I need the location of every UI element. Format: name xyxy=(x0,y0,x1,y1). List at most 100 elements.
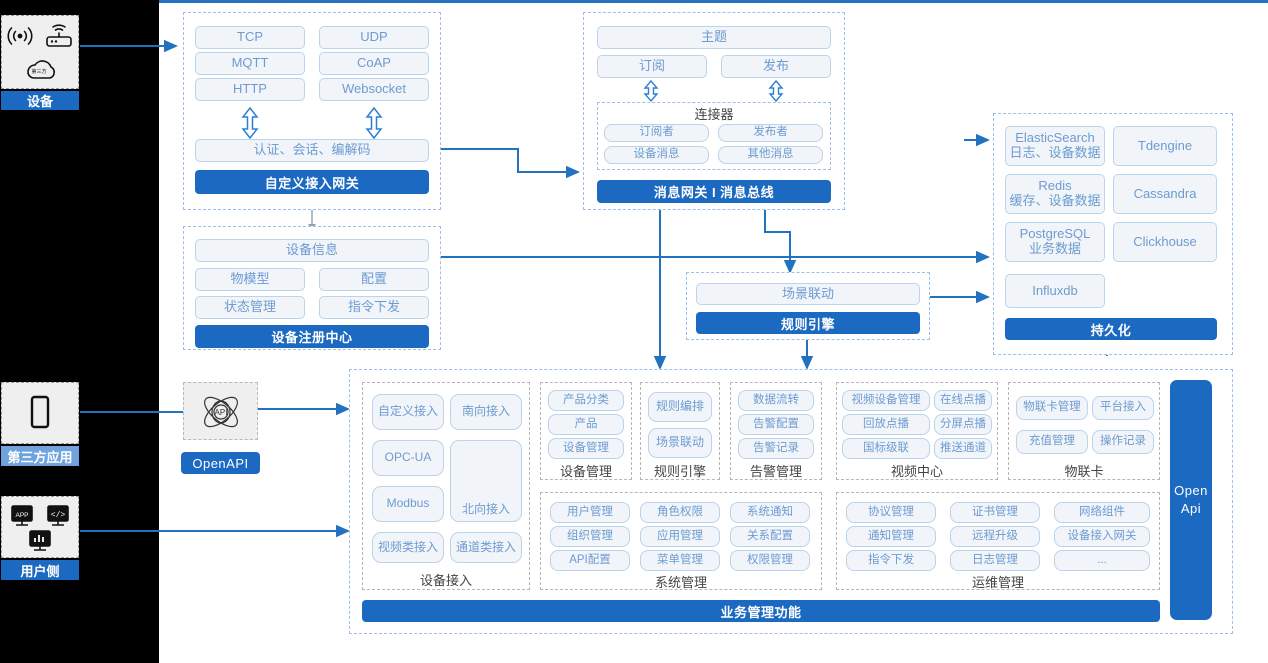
svg-text:第三方: 第三方 xyxy=(31,68,46,75)
message-topic[interactable]: 主题 xyxy=(597,26,831,49)
caption-video-center: 视频中心 xyxy=(890,464,943,479)
tile-protocol-mgmt[interactable]: 协议管理 xyxy=(846,502,936,523)
gateway-bar: 自定义接入网关 xyxy=(195,170,429,194)
registry-device-info[interactable]: 设备信息 xyxy=(195,239,429,262)
tile-video-device-mgmt[interactable]: 视频设备管理 xyxy=(842,390,930,411)
tile-iot-card-mgmt[interactable]: 物联卡管理 xyxy=(1016,396,1088,420)
connector-other-msg[interactable]: 其他消息 xyxy=(718,146,823,164)
tile-recharge-mgmt[interactable]: 充值管理 xyxy=(1016,430,1088,454)
tile-southbound-access[interactable]: 南向接入 xyxy=(450,394,522,430)
connector-device-msg[interactable]: 设备消息 xyxy=(604,146,709,164)
tile-gb-cascade[interactable]: 国标级联 xyxy=(842,438,930,459)
db-redis[interactable]: Redis 缓存、设备数据 xyxy=(1005,174,1105,214)
db-sub: 日志、设备数据 xyxy=(1009,145,1101,160)
tile-api-config[interactable]: API配置 xyxy=(550,550,630,571)
db-tdengine[interactable]: Tdengine xyxy=(1113,126,1217,166)
caption-device-access: 设备接入 xyxy=(419,573,472,588)
protocol-mqtt[interactable]: MQTT xyxy=(195,52,305,75)
caption-device-management: 设备管理 xyxy=(559,464,612,479)
user-side-icons: APP </> xyxy=(11,505,69,551)
registry-thing-model[interactable]: 物模型 xyxy=(195,268,305,291)
tile-user-mgmt[interactable]: 用户管理 xyxy=(550,502,630,523)
tile-notice-mgmt[interactable]: 通知管理 xyxy=(846,526,936,547)
caption-iot-card: 物联卡 xyxy=(1064,464,1104,479)
tile-alarm-config[interactable]: 告警配置 xyxy=(738,414,814,435)
connector-title: 连接器 xyxy=(694,107,734,122)
tile-system-notice[interactable]: 系统通知 xyxy=(730,502,810,523)
tile-product[interactable]: 产品 xyxy=(548,414,624,435)
protocol-coap[interactable]: CoAP xyxy=(319,52,429,75)
db-sub: 业务数据 xyxy=(1028,241,1081,256)
tile-data-flow[interactable]: 数据流转 xyxy=(738,390,814,411)
rules-scene-linkage[interactable]: 场景联动 xyxy=(696,283,920,305)
tile-alarm-record[interactable]: 告警记录 xyxy=(738,438,814,459)
third-party-app-icon-box xyxy=(1,382,79,444)
double-arrow-message-left xyxy=(643,80,659,102)
rules-bar: 规则引擎 xyxy=(696,312,920,334)
tile-opc-ua[interactable]: OPC-UA xyxy=(372,440,444,476)
tile-playback-vod[interactable]: 回放点播 xyxy=(842,414,930,435)
tile-cert-mgmt[interactable]: 证书管理 xyxy=(950,502,1040,523)
actor-label-user-side: 用户侧 xyxy=(1,560,79,580)
svg-text:API: API xyxy=(215,408,228,417)
tile-role-permission[interactable]: 角色权限 xyxy=(640,502,720,523)
double-arrow-gateway-left xyxy=(241,106,259,140)
message-publish[interactable]: 发布 xyxy=(721,55,831,78)
tile-org-mgmt[interactable]: 组织管理 xyxy=(550,526,630,547)
tile-rule-orchestration[interactable]: 规则编排 xyxy=(648,392,712,422)
tile-remote-upgrade[interactable]: 远程升级 xyxy=(950,526,1040,547)
connector-subscriber[interactable]: 订阅者 xyxy=(604,124,709,142)
caption-system-management: 系统管理 xyxy=(654,575,707,590)
registry-state-mgmt[interactable]: 状态管理 xyxy=(195,296,305,319)
openapi-icon-box: API xyxy=(183,382,258,440)
protocol-websocket[interactable]: Websocket xyxy=(319,78,429,101)
tile-menu-mgmt[interactable]: 菜单管理 xyxy=(640,550,720,571)
db-elasticsearch[interactable]: ElasticSearch 日志、设备数据 xyxy=(1005,126,1105,166)
tile-modbus[interactable]: Modbus xyxy=(372,486,444,522)
tile-permission-mgmt[interactable]: 权限管理 xyxy=(730,550,810,571)
actor-label-device: 设备 xyxy=(1,91,79,110)
tile-device-management[interactable]: 设备管理 xyxy=(548,438,624,459)
tile-video-access[interactable]: 视频类接入 xyxy=(372,532,444,563)
registry-config[interactable]: 配置 xyxy=(319,268,429,291)
tile-relation-config[interactable]: 关系配置 xyxy=(730,526,810,547)
registry-command-send[interactable]: 指令下发 xyxy=(319,296,429,319)
tile-northbound-access[interactable]: 北向接入 xyxy=(450,440,522,522)
connector-publisher[interactable]: 发布者 xyxy=(718,124,823,142)
gateway-middle-box[interactable]: 认证、会话、编解码 xyxy=(195,139,429,162)
tile-device-gateway[interactable]: 设备接入网关 xyxy=(1054,526,1150,547)
persistence-bar: 持久化 xyxy=(1005,318,1217,340)
db-clickhouse[interactable]: Clickhouse xyxy=(1113,222,1217,262)
mobile-phone-icon xyxy=(30,395,50,429)
db-cassandra[interactable]: Cassandra xyxy=(1113,174,1217,214)
tile-log-mgmt[interactable]: 日志管理 xyxy=(950,550,1040,571)
device-icons: 第三方 xyxy=(7,24,72,79)
db-postgresql[interactable]: PostgreSQL 业务数据 xyxy=(1005,222,1105,262)
tile-more[interactable]: ... xyxy=(1054,550,1150,571)
tile-app-mgmt[interactable]: 应用管理 xyxy=(640,526,720,547)
svg-text:</>: </> xyxy=(51,511,66,520)
tile-custom-access[interactable]: 自定义接入 xyxy=(372,394,444,430)
protocol-http[interactable]: HTTP xyxy=(195,78,305,101)
protocol-udp[interactable]: UDP xyxy=(319,26,429,49)
tile-network-component[interactable]: 网络组件 xyxy=(1054,502,1150,523)
db-sub: 缓存、设备数据 xyxy=(1009,193,1101,208)
tile-product-category[interactable]: 产品分类 xyxy=(548,390,624,411)
tile-channel-access[interactable]: 通道类接入 xyxy=(450,532,522,563)
openapi-vertical-bar[interactable]: Open Api xyxy=(1170,380,1212,620)
tile-platform-access[interactable]: 平台接入 xyxy=(1092,396,1154,420)
tile-command-dispatch[interactable]: 指令下发 xyxy=(846,550,936,571)
caption-ops-management: 运维管理 xyxy=(971,575,1024,590)
message-subscribe[interactable]: 订阅 xyxy=(597,55,707,78)
db-influxdb[interactable]: Influxdb xyxy=(1005,274,1105,308)
tile-split-screen-vod[interactable]: 分屏点播 xyxy=(934,414,992,435)
tile-online-vod[interactable]: 在线点播 xyxy=(934,390,992,411)
tile-operation-record[interactable]: 操作记录 xyxy=(1092,430,1154,454)
openapi-vertical-line1: Open xyxy=(1174,483,1208,499)
registry-bar: 设备注册中心 xyxy=(195,325,429,348)
tile-push-channel[interactable]: 推送通道 xyxy=(934,438,992,459)
protocol-tcp[interactable]: TCP xyxy=(195,26,305,49)
openapi-badge[interactable]: OpenAPI xyxy=(181,452,260,474)
tile-scene-linkage[interactable]: 场景联动 xyxy=(648,428,712,458)
